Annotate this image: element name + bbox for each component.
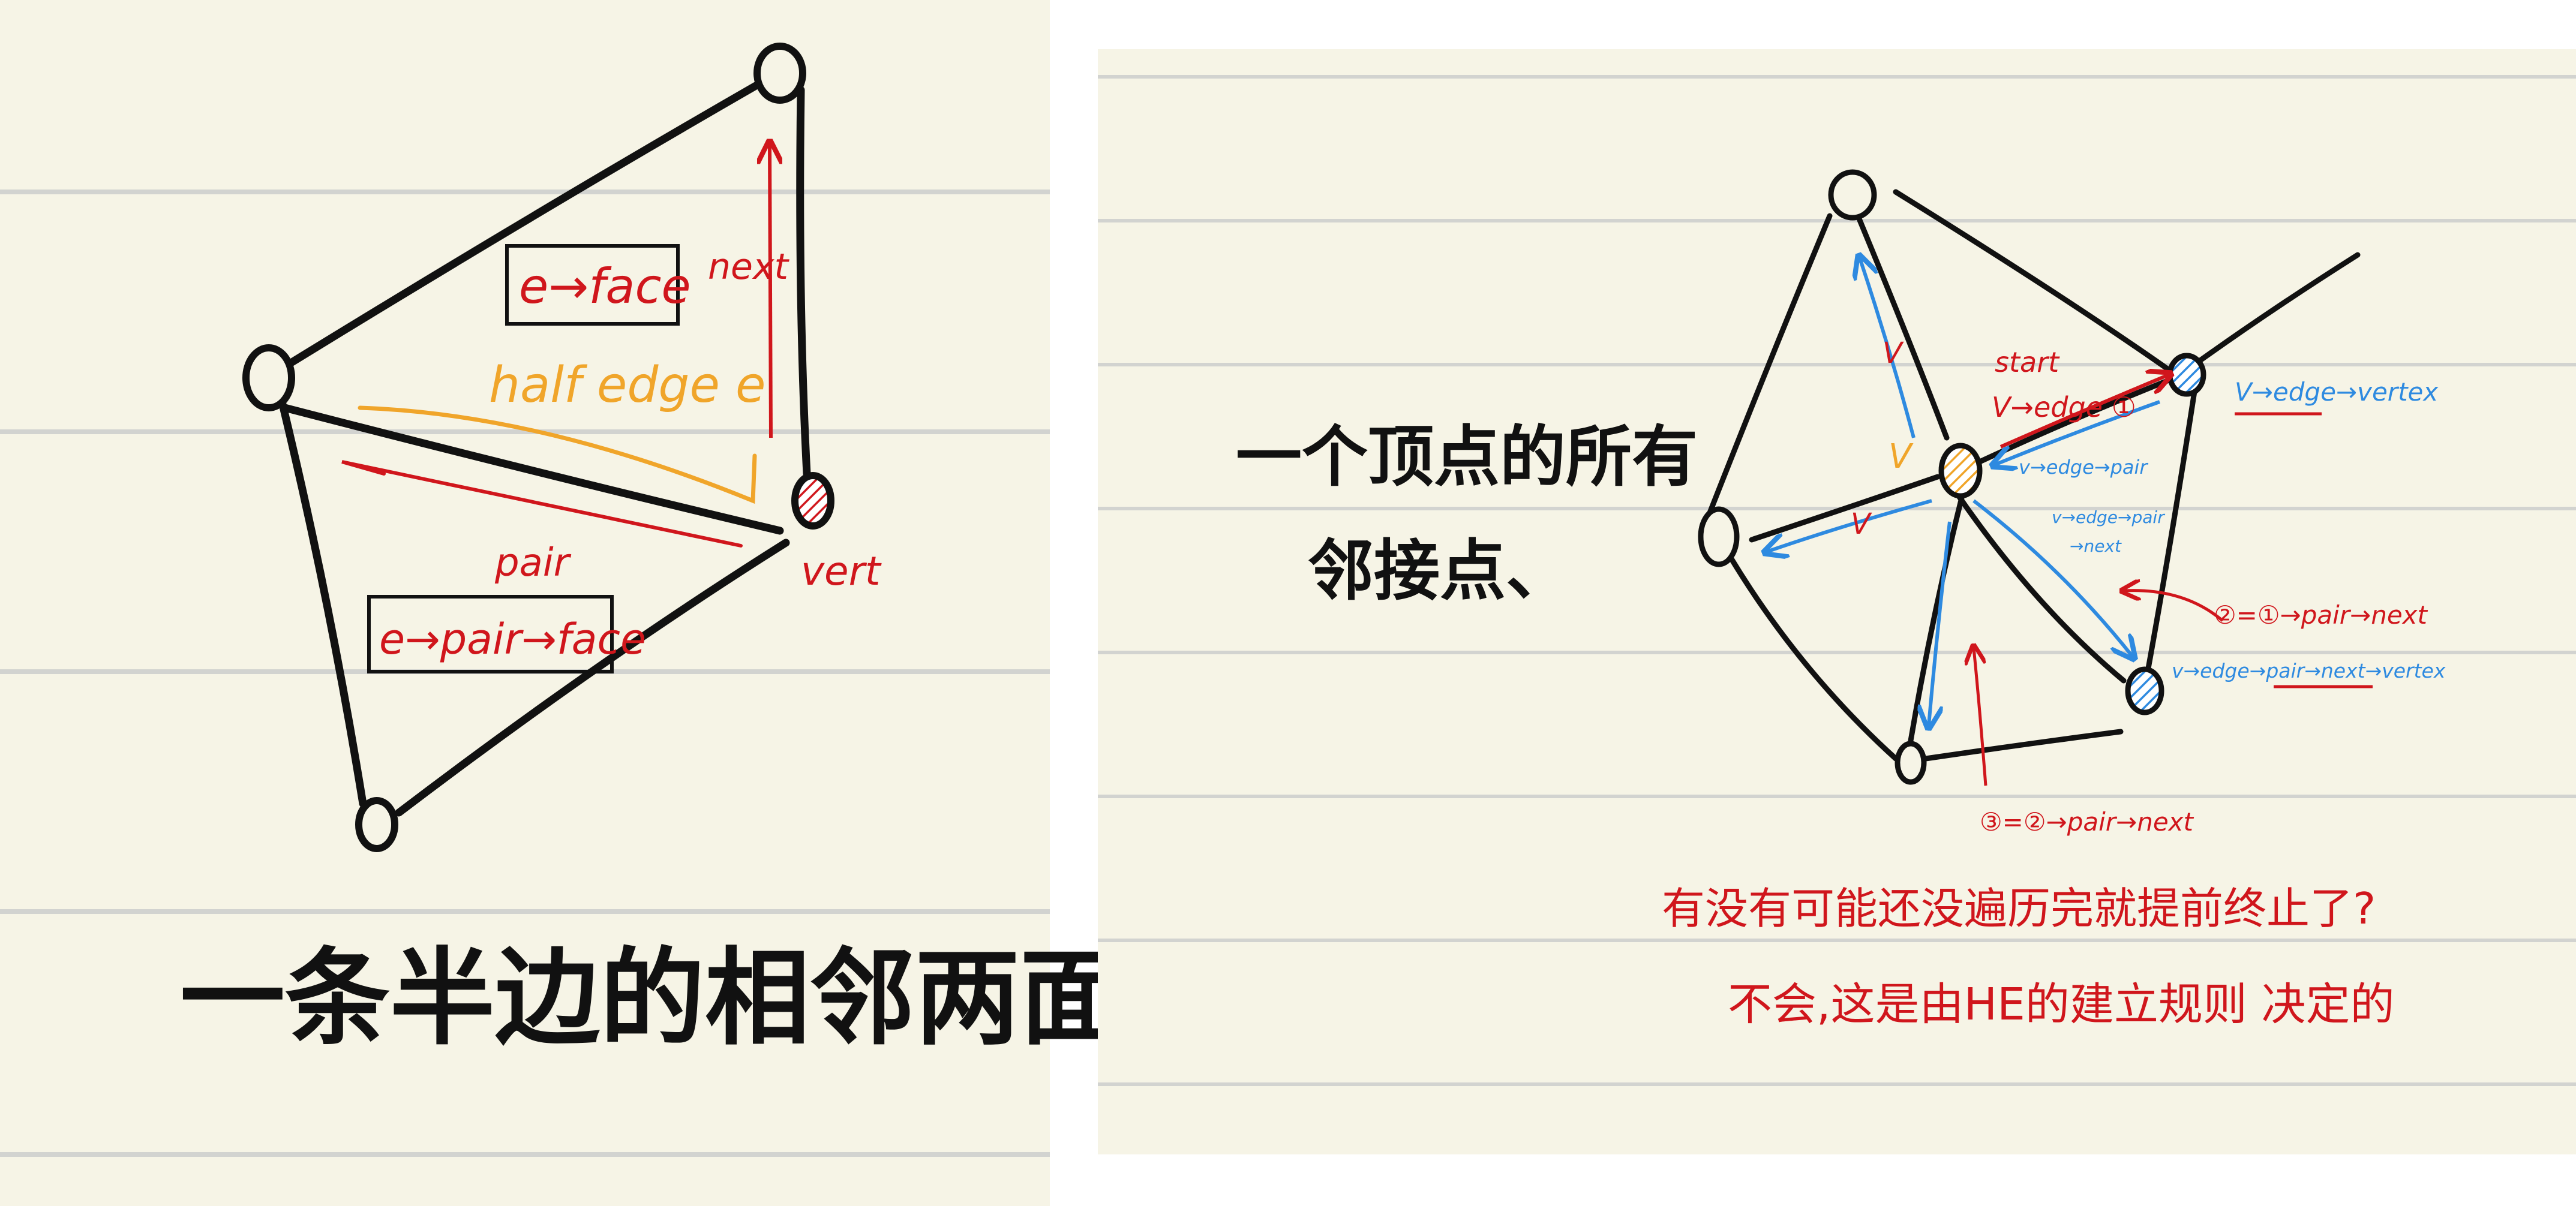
v-edge-pair-next-label-1: v→edge→pair: [2052, 507, 2165, 527]
step3-pointer: [1974, 648, 1987, 786]
v-edge-pair-label: v→edge→pair: [2019, 456, 2148, 479]
question-text: 有没有可能还没遍历完就提前终止了?: [1662, 883, 2376, 934]
left-panel: e→face next half edge e pair e→pair→face…: [0, 0, 1125, 1206]
next-arrow: [770, 144, 771, 438]
bottom-edge-arrow: [1929, 521, 1951, 726]
neighbor-top: [1828, 169, 1877, 221]
v-orange-label: V: [1889, 437, 1914, 476]
neighbor-left: [1698, 506, 1740, 567]
step3-label: ③=②→pair→next: [1980, 807, 2194, 837]
right-title-line2: 邻接点、: [1308, 533, 1572, 609]
v-edge-pair-next-vertex-label: v→edge→pair→next→vertex: [2172, 659, 2446, 682]
pair-arrow: [341, 460, 743, 548]
e-face-box: [505, 244, 680, 326]
neighbor-right-hatched: [2167, 353, 2206, 397]
pair-edge-arrow: [1995, 400, 2161, 465]
vertex-bottom: [355, 797, 398, 852]
step2-label: ②=①→pair→next: [2214, 600, 2428, 630]
right-panel: 一个顶点的所有 邻接点、 start V→edge ① V→edge→verte…: [1098, 49, 2576, 1154]
start-edge-arrow: [1999, 375, 2169, 449]
center-vertex-hatched: [1938, 443, 1983, 499]
right-paper: [1098, 49, 2576, 1154]
left-vertices: [242, 43, 834, 852]
vertex-left: [242, 344, 295, 411]
step2-pointer: [2124, 591, 2224, 622]
e-face-label: e→face: [519, 258, 691, 314]
half-edge-arrow: [358, 405, 757, 504]
right-vertices: [1698, 169, 2206, 785]
start-label: start: [1995, 346, 2060, 378]
next-label: next: [708, 246, 789, 288]
v-edge-vertex-label: V→edge→vertex: [2235, 377, 2439, 407]
v-mark-left: V: [1851, 507, 1872, 541]
neighbor-bottom: [1895, 741, 1927, 785]
half-edge-label: half edge e: [489, 357, 765, 414]
left-title: 一条半边的相邻两面: [180, 938, 1125, 1060]
neighbor-lower-right-hatched: [2125, 666, 2164, 715]
top-edge-arrow: [1860, 258, 1916, 438]
left-mesh-edges: [278, 80, 811, 817]
vert-label: vert: [801, 548, 882, 594]
pair-label: pair: [494, 541, 572, 585]
answer-text: 不会,这是由HE的建立规则 决定的: [1728, 979, 2394, 1030]
v-mark-top: V: [1883, 336, 1904, 370]
next-edge-arrow: [1972, 499, 2133, 657]
e-pair-face-label: e→pair→face: [379, 615, 646, 664]
e-pair-face-box: [367, 595, 614, 673]
vertex-top: [753, 43, 806, 104]
right-title-line1: 一个顶点的所有: [1236, 419, 1698, 495]
left-paper: [0, 0, 1050, 1206]
v-edge-1-label: V→edge ①: [1992, 391, 2136, 423]
vertex-vert-hatched: [791, 472, 834, 530]
left-edge-arrow: [1767, 499, 1932, 552]
v-edge-pair-next-label-2: →next: [2070, 536, 2122, 556]
right-rule-lines: [1098, 75, 2576, 1086]
